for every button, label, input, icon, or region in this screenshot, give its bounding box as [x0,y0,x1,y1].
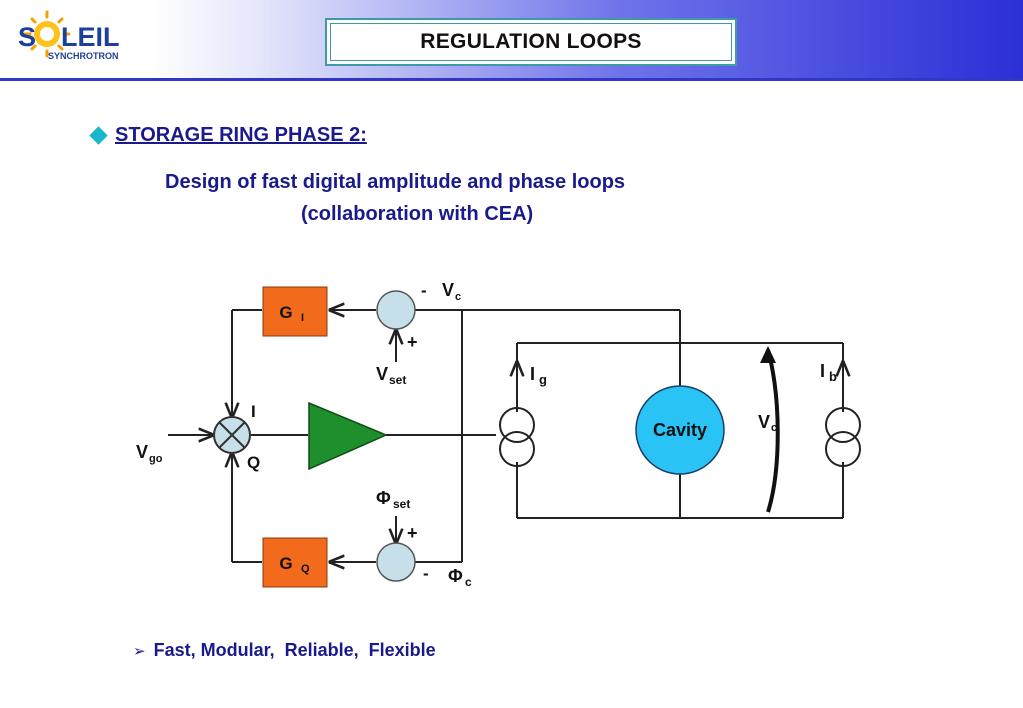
phic-label: Φ [448,566,463,586]
soleil-logo: S LEIL SYNCHROTRON [0,0,155,78]
sun-icon [23,10,71,58]
title-box: REGULATION LOOPS [325,18,737,66]
vc-right-subscript: c [771,422,777,434]
vset-label: V [376,364,388,384]
vgo-label: V [136,442,148,462]
ig-subscript: g [539,372,547,387]
section-heading: STORAGE RING PHASE 2: [115,124,367,146]
phic-subscript: c [465,575,472,589]
gq-gain-block [262,537,328,588]
subtitle-line-1: Design of fast digital amplitude and pha… [165,171,626,193]
vc-top-label: V [442,280,454,300]
signal-wires [168,310,843,562]
ib-subscript: b [829,369,837,384]
footer-bullet-row: ➢ Fast, Modular, Reliable, Flexible [133,640,436,661]
subtitle-line-2: (collaboration with CEA) [301,203,534,225]
vc-top-subscript: c [455,291,461,303]
iq-modulator [213,416,251,454]
phiset-label: Φ [376,488,391,508]
cavity-node [635,385,725,475]
page-title: REGULATION LOOPS [420,30,642,53]
plus-top-label: + [407,332,418,352]
vc-voltage-arrow [766,349,780,513]
gq-subscript: Q [301,563,310,575]
ig-current-source [499,407,535,467]
header-rule [0,78,1023,81]
header-bar: S LEIL SYNCHROTRON REGULATION LOOPS [0,0,1023,78]
logo-letters: LEIL [61,22,120,52]
title-inner-frame: REGULATION LOOPS [330,23,732,61]
bullet-row: STORAGE RING PHASE 2: [88,124,367,147]
ib-current-source [825,407,861,467]
gi-subscript: I [301,312,304,324]
gi-gain-block [262,286,328,337]
footer-text: Fast, Modular, Reliable, Flexible [153,640,436,660]
vgo-subscript: go [149,453,163,465]
top-summing-junction [376,290,416,330]
arrow-bullet-icon: ➢ [133,642,146,660]
vc-arrowhead-icon [760,346,776,363]
phiset-subscript: set [393,497,410,511]
logo-letter-s: S [18,22,36,52]
logo-subtitle: SYNCHROTRON [48,51,119,61]
q-channel-label: Q [247,453,260,472]
bottom-summing-junction [376,542,416,582]
plus-bottom-label: + [407,523,418,543]
gi-label: G [279,303,292,322]
gq-label: G [279,554,292,573]
i-channel-label: I [251,402,256,421]
minus-bottom-label: - [423,564,429,583]
ib-label: I [820,361,825,381]
vc-right-label: V [758,412,770,432]
power-amplifier [308,401,388,471]
ig-label: I [530,364,535,384]
cavity-label: Cavity [653,420,707,440]
regulation-loop-diagram: Cavity G I G Q - V c + V set I Q V go Φ … [136,280,861,589]
minus-top-label: - [421,281,427,300]
diamond-bullet-icon [89,126,108,145]
vset-subscript: set [389,373,406,387]
